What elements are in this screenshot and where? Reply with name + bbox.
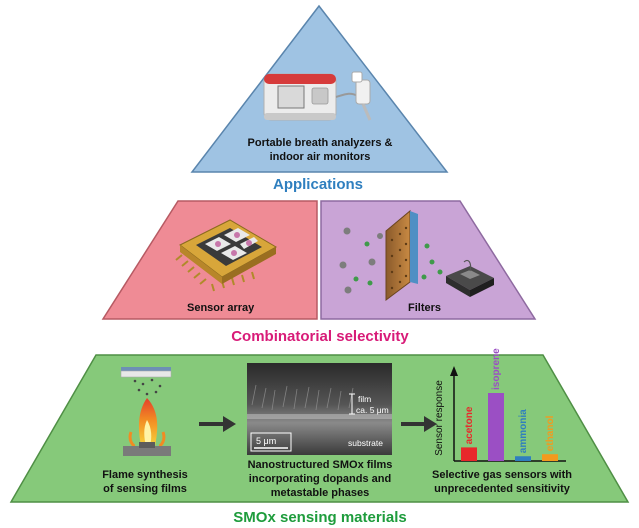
sensor-array-label: Sensor array <box>187 302 255 314</box>
arrow-right-icon <box>199 416 236 432</box>
applications-caption-line2: indoor air monitors <box>270 151 371 163</box>
bar-label-acetone: acetone <box>464 406 475 444</box>
sem-image: film ca. 5 μm substrate 5 μm <box>247 363 392 455</box>
bar-label-ammonia: ammonia <box>518 409 529 453</box>
films-caption-line1: Nanostructured SMOx films <box>248 459 393 471</box>
applications-caption-line1: Portable breath analyzers & <box>248 137 393 149</box>
bar-label-isoprene: isoprene <box>491 348 502 390</box>
applications-title: Applications <box>273 176 363 193</box>
mouthpiece-icon <box>335 71 372 121</box>
combinatorial-section: Sensor array Filters Combinatorial selec… <box>101 200 537 345</box>
filters-label: Filters <box>408 302 441 314</box>
sem-thickness-label: ca. 5 μm <box>356 405 389 415</box>
films-caption-line2: incorporating dopands and <box>249 473 391 485</box>
gas-sensor-chart: Sensor response acetone isoprene ammonia et… <box>434 348 566 462</box>
sem-film-label: film <box>358 394 371 404</box>
bar-ammonia <box>515 456 531 461</box>
filter-icon <box>339 209 494 301</box>
sem-scale-label: 5 μm <box>256 436 276 446</box>
sensor-chip-icon <box>175 219 278 292</box>
flame-caption-line2: of sensing films <box>103 483 187 495</box>
materials-title: SMOx sensing materials <box>233 509 406 526</box>
combinatorial-title: Combinatorial selectivity <box>231 328 409 345</box>
applications-section: Portable breath analyzers & indoor air m… <box>190 4 449 193</box>
bar-isoprene <box>488 393 504 461</box>
materials-section: Flame synthesis of sensing films film ca… <box>9 348 630 526</box>
bar-label-ethanol: ethanol <box>545 415 556 451</box>
chart-ylabel: Sensor response <box>434 380 445 456</box>
flame-caption-line1: Flame synthesis <box>102 469 188 481</box>
sem-substrate-label: substrate <box>348 438 383 448</box>
sensors-caption-line2: unprecedented sensitivity <box>434 483 571 495</box>
arrow-right-icon <box>401 416 437 432</box>
bar-acetone <box>461 447 477 461</box>
films-caption-line3: metastable phases <box>271 487 369 499</box>
chart-y-axis-arrow <box>450 366 458 376</box>
bar-ethanol <box>542 454 558 461</box>
breath-analyzer-icon <box>263 73 337 121</box>
sensors-caption-line1: Selective gas sensors with <box>432 469 572 481</box>
flame-synthesis-icon <box>120 367 172 456</box>
